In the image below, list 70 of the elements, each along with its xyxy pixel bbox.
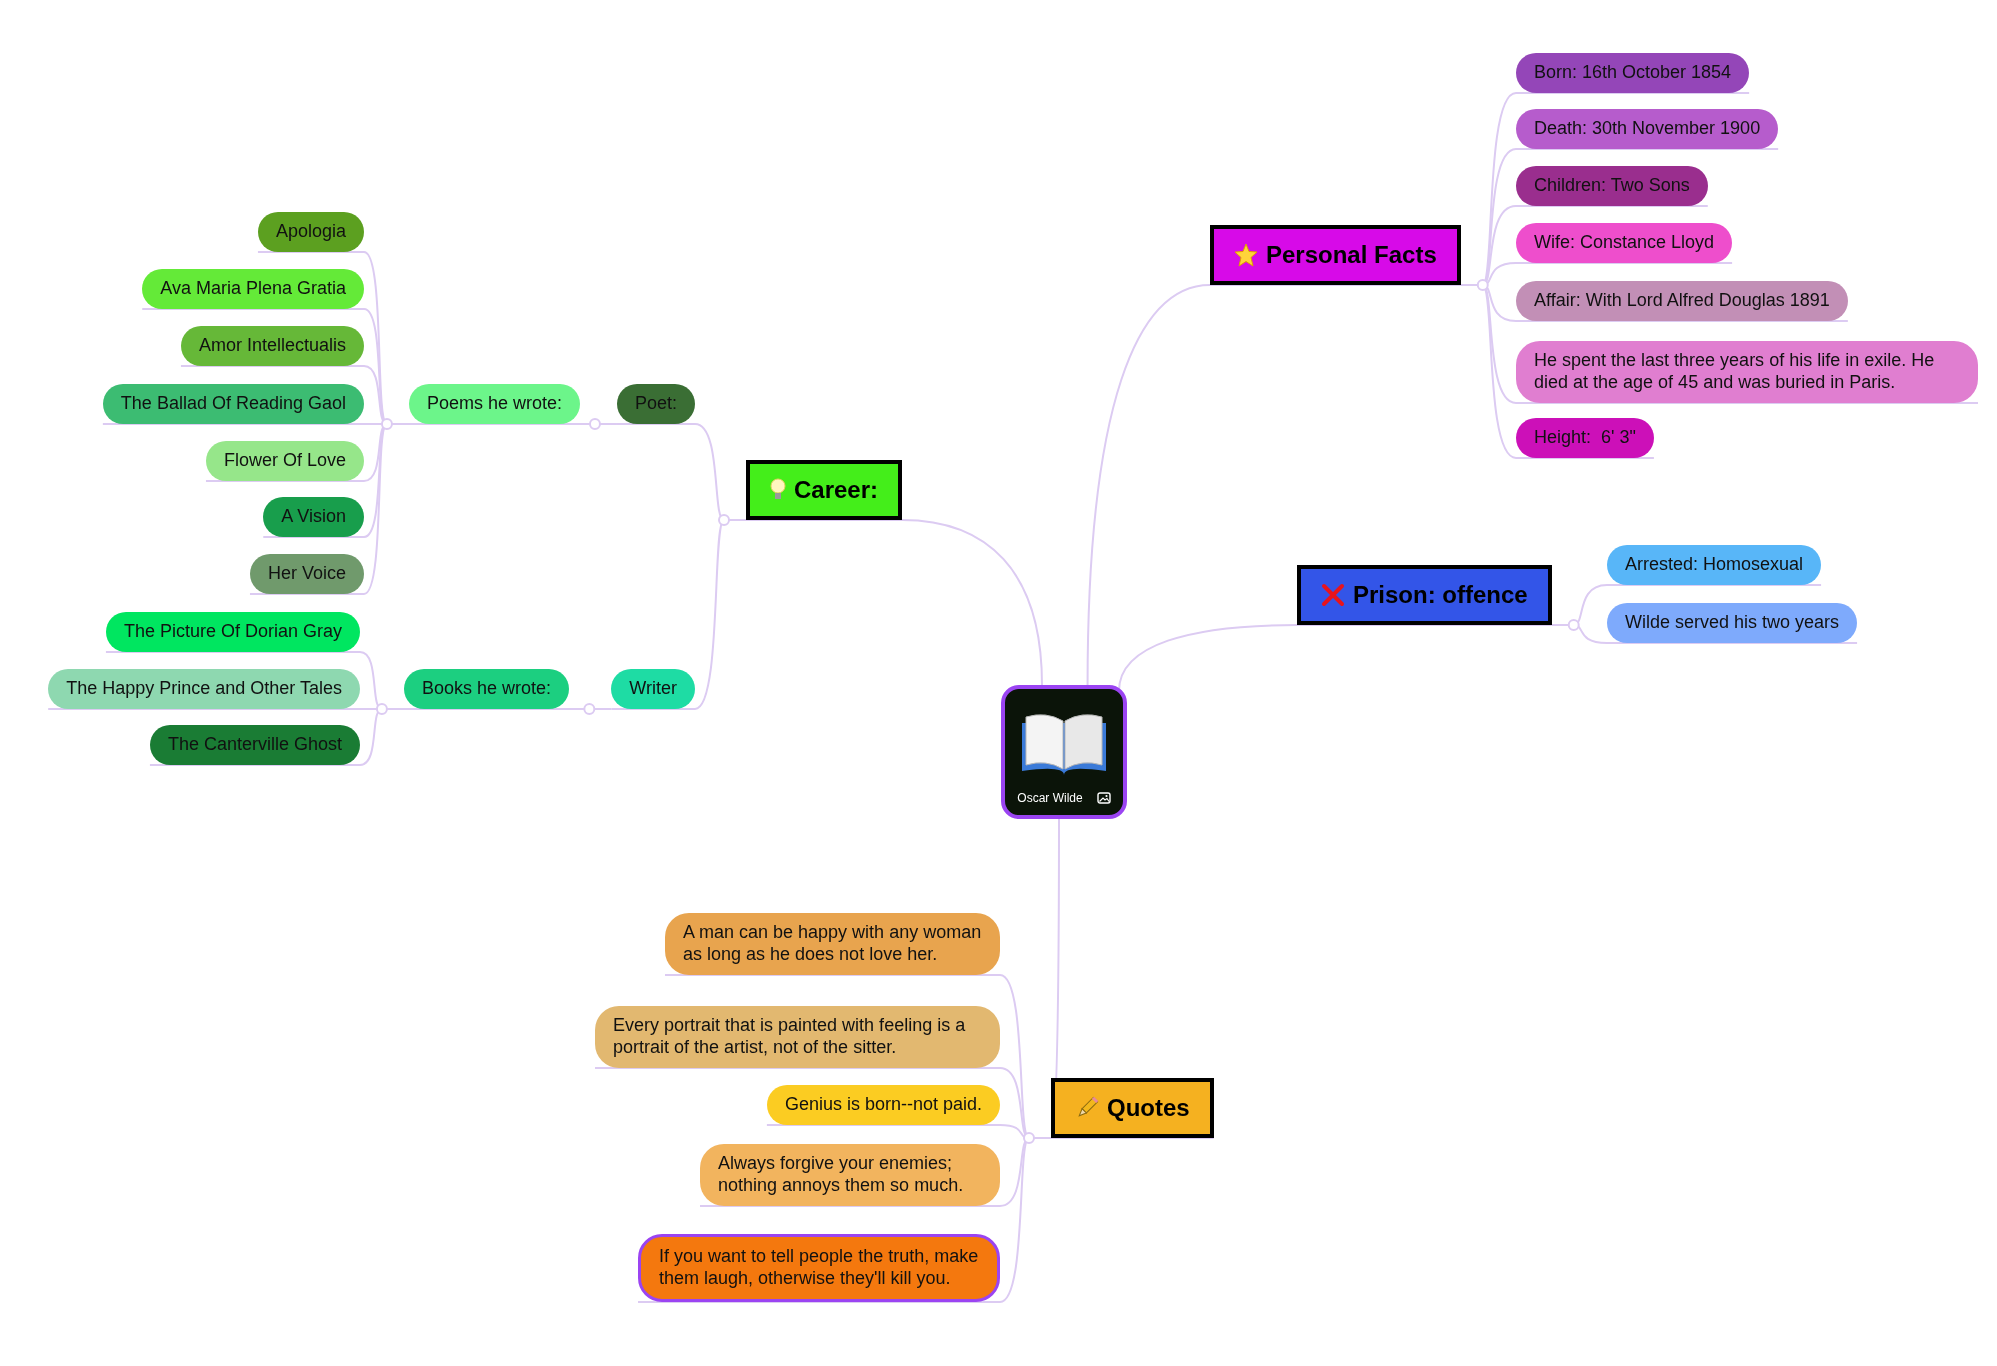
branch-pill bbox=[1516, 418, 1654, 458]
branch-text: Height: 6' 3" bbox=[1534, 427, 1636, 449]
topic-title: Prison: offence bbox=[1353, 581, 1528, 609]
connector-line bbox=[402, 708, 613, 710]
central-topic-label: Oscar Wilde bbox=[1017, 791, 1083, 805]
central-topic-card bbox=[1001, 685, 1127, 819]
branch-text: Apologia bbox=[275, 221, 346, 243]
branch-pill bbox=[1516, 223, 1733, 263]
branch-pill bbox=[1607, 603, 1858, 643]
branch-text: The Ballad Of Reading Gaol bbox=[120, 393, 346, 415]
branch-text: Her Voice bbox=[267, 563, 346, 585]
branch-text: The Canterville Ghost bbox=[167, 734, 342, 756]
branch-text: Children: Two Sons bbox=[1534, 175, 1690, 197]
branch-text: Poems he wrote: bbox=[426, 393, 562, 415]
branch-text: Every portrait that is painted with feeling is a portrait of the artist, not of the sitter. bbox=[613, 1015, 967, 1059]
branch-pill bbox=[149, 725, 360, 765]
branch-text: Amor Intellectualis bbox=[198, 335, 346, 357]
branch-text: The Picture Of Dorian Gray bbox=[123, 621, 342, 643]
branch-text: Affair: With Lord Alfred Douglas 1891 bbox=[1534, 290, 1830, 312]
branch-text: Death: 30th November 1900 bbox=[1534, 118, 1761, 140]
branch-pill bbox=[249, 554, 364, 594]
branch-pill bbox=[180, 326, 364, 366]
branch-text: Flower Of Love bbox=[223, 450, 346, 472]
branch-text: Ava Maria Plena Gratia bbox=[160, 278, 346, 300]
branch-text: Wilde served his two years bbox=[1625, 612, 1840, 634]
branch-pill bbox=[611, 669, 695, 709]
branch-text: Books he wrote: bbox=[421, 678, 551, 700]
branch-pill bbox=[1516, 166, 1708, 206]
branch-text: Writer bbox=[629, 678, 677, 700]
branch-pill bbox=[48, 669, 360, 709]
connector-line bbox=[1086, 284, 1462, 686]
branch-pill bbox=[1516, 341, 1978, 403]
branch-pill bbox=[102, 384, 364, 424]
branch-text: The Happy Prince and Other Tales bbox=[66, 678, 342, 700]
branch-pill bbox=[1607, 545, 1822, 585]
branch-text: Always forgive your enemies; nothing annoys them so much. bbox=[718, 1153, 965, 1197]
branch-pill bbox=[616, 384, 695, 424]
branch-pill bbox=[205, 441, 364, 481]
branch-pill bbox=[257, 212, 364, 252]
branch-text: He spent the last three years of his life in exile. He died at the age of 45 and was buried in Paris. bbox=[1534, 350, 1936, 394]
branch-pill bbox=[700, 1144, 1000, 1206]
branch-pill bbox=[142, 269, 364, 309]
connector-line bbox=[745, 519, 1043, 686]
branch-pill bbox=[665, 913, 1000, 975]
branch-text: Poet: bbox=[634, 393, 677, 415]
branch-pill bbox=[766, 1085, 1000, 1125]
branch-pill bbox=[1516, 281, 1848, 321]
topic-box bbox=[1210, 225, 1461, 285]
branch-pill bbox=[1516, 109, 1779, 149]
branch-text: A man can be happy with any woman as long as he does not love her. bbox=[683, 922, 982, 966]
branch-text: Arrested: Homosexual bbox=[1625, 554, 1804, 576]
branch-pill bbox=[403, 669, 569, 709]
branch-text: If you want to tell people the truth, make them laugh, otherwise they'll kill you. bbox=[659, 1246, 979, 1290]
branch-text: Born: 16th October 1854 bbox=[1534, 62, 1732, 84]
branch-text: Wife: Constance Lloyd bbox=[1534, 232, 1715, 254]
branch-text: Genius is born--not paid. bbox=[784, 1094, 982, 1116]
topic-box bbox=[1297, 565, 1552, 625]
branch-text: A Vision bbox=[281, 506, 346, 528]
topic-box bbox=[1051, 1078, 1214, 1138]
connector-line bbox=[407, 423, 618, 425]
branch-pill bbox=[105, 612, 360, 652]
topic-box bbox=[746, 460, 903, 520]
branch-pill bbox=[1516, 53, 1750, 93]
topic-title: Quotes bbox=[1107, 1094, 1190, 1122]
branch-pill bbox=[263, 497, 364, 537]
topic-title: Personal Facts bbox=[1266, 241, 1437, 269]
branch-pill bbox=[595, 1006, 1000, 1068]
topic-title: Career: bbox=[794, 476, 879, 504]
branch-pill bbox=[408, 384, 580, 424]
branch-pill bbox=[638, 1234, 1000, 1302]
